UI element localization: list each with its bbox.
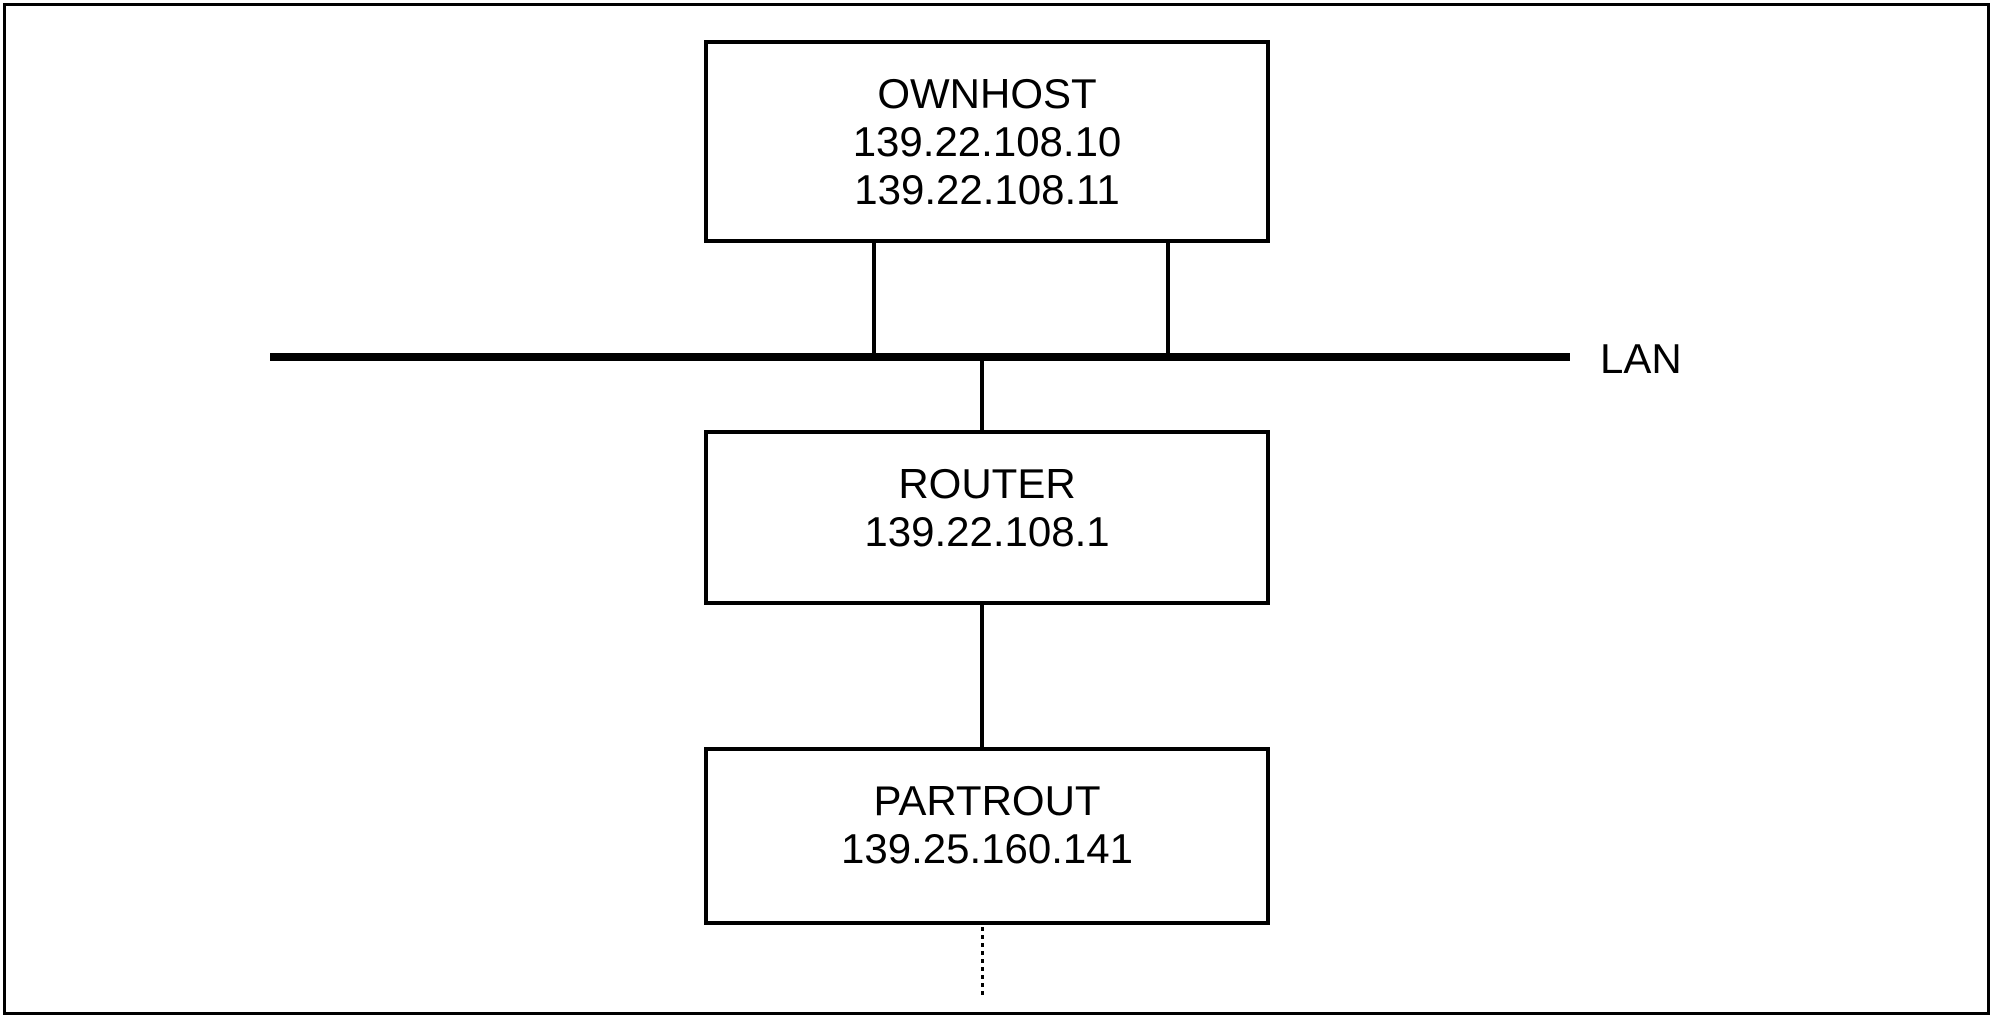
dotted-continuation-line: [981, 927, 984, 997]
node-partrout-ip-1: 139.25.160.141: [841, 825, 1133, 872]
node-router-title: ROUTER: [898, 460, 1076, 507]
lan-bus-line: [270, 353, 1570, 361]
node-ownhost-ip-1: 139.22.108.10: [852, 118, 1122, 165]
connector-ownhost-lan-left: [872, 240, 876, 356]
node-ownhost-ip-2: 139.22.108.11: [854, 166, 1120, 213]
node-router-ip-1: 139.22.108.1: [864, 508, 1110, 555]
connector-ownhost-lan-right: [1166, 240, 1170, 356]
lan-label: LAN: [1600, 335, 1682, 382]
node-router: ROUTER 139.22.108.1: [704, 430, 1270, 605]
node-partrout: PARTROUT 139.25.160.141: [704, 747, 1270, 925]
node-ownhost-title: OWNHOST: [877, 70, 1097, 117]
connector-router-partrout: [980, 603, 984, 749]
node-partrout-title: PARTROUT: [873, 777, 1101, 824]
connector-lan-router: [980, 358, 984, 432]
outer-border: [3, 3, 1990, 1015]
node-ownhost: OWNHOST 139.22.108.10 139.22.108.11: [704, 40, 1270, 243]
